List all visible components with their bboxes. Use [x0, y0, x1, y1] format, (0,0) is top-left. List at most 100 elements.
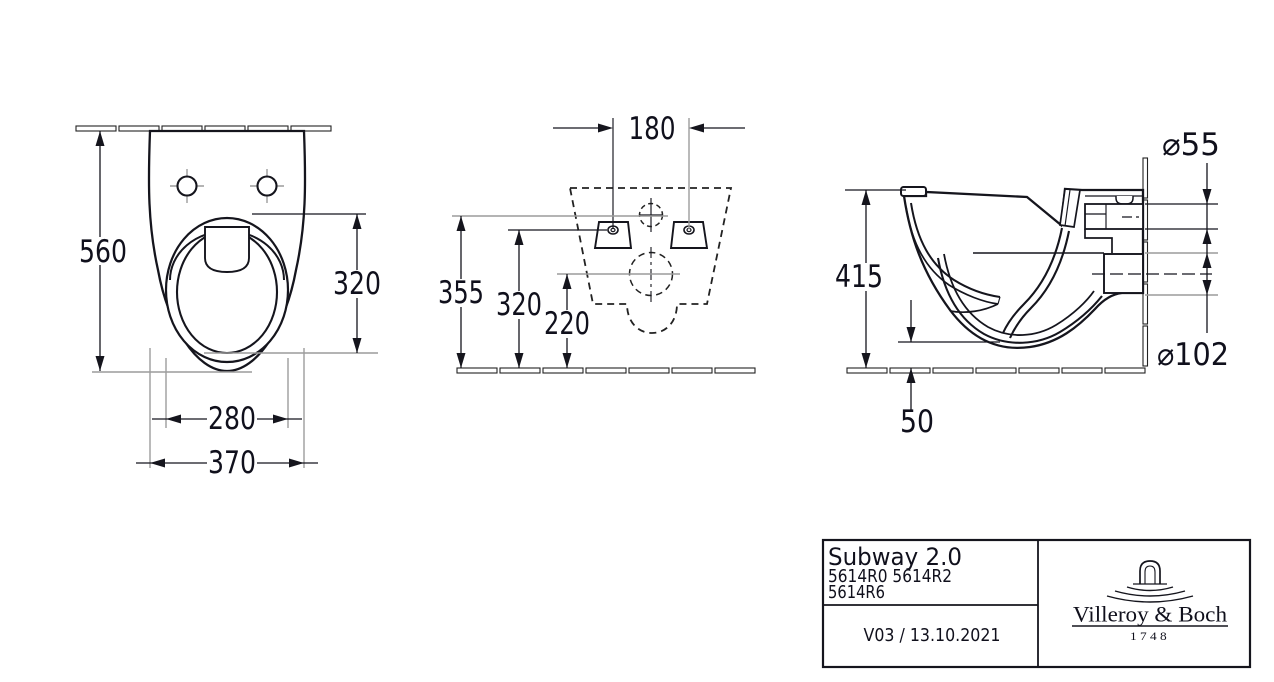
- inlet-pipe-section: [1084, 203, 1144, 230]
- tile-segment: [671, 367, 713, 374]
- dim-180: 180: [553, 111, 745, 229]
- arrowhead-icon: [514, 353, 524, 368]
- floor-tiles-rear-view: [456, 367, 756, 374]
- dim-label-dia102: ⌀102: [1157, 337, 1229, 373]
- arrowhead-icon: [689, 123, 704, 133]
- dim-label-180: 180: [629, 111, 676, 147]
- inlet-step: [1084, 229, 1113, 253]
- arrowhead-icon: [352, 214, 362, 229]
- tile-segment: [628, 367, 670, 374]
- rim-notch: [1115, 196, 1134, 205]
- dim-label-50: 50: [900, 404, 934, 440]
- tile-segment: [1142, 325, 1149, 367]
- flush-opening: [204, 226, 250, 273]
- bowl-basin-curve: [936, 257, 1103, 344]
- arrowhead-icon: [166, 414, 181, 424]
- arrowhead-icon: [1202, 253, 1212, 268]
- bowl-spray-lip: [949, 303, 999, 314]
- dim-label-355: 355: [438, 275, 484, 311]
- tile-segment: [975, 367, 1017, 374]
- title-block-border: [821, 538, 1252, 669]
- dim-560: 560: [79, 131, 252, 373]
- dim-label-415: 415: [835, 259, 883, 295]
- mounting-boss-right: [669, 221, 709, 249]
- arrowhead-icon: [562, 274, 572, 289]
- dimension-arrowheads: [95, 123, 1212, 468]
- tile-segment: [714, 367, 756, 374]
- arrowhead-icon: [1202, 189, 1212, 204]
- dim-label-560: 560: [79, 234, 127, 270]
- tile-segment: [456, 367, 498, 374]
- seat-outer-ring: [164, 216, 290, 364]
- arrowhead-icon: [289, 458, 304, 468]
- dim-label-370: 370: [208, 445, 256, 481]
- rear-view: 180 355 320 220: [437, 111, 745, 368]
- wall-tiles-side-view: [1142, 157, 1149, 367]
- arrowhead-icon: [456, 353, 466, 368]
- tile-segment: [499, 367, 541, 374]
- arrowhead-icon: [1202, 280, 1212, 295]
- article-numbers-line2: 5614R6: [828, 583, 885, 603]
- dim-370: 370: [136, 348, 318, 481]
- rim-channel-section: [1059, 188, 1081, 228]
- rim-front-lip: [900, 186, 927, 197]
- rear-outline-dashed: [568, 187, 733, 334]
- side-view: ⌀55 ⌀102 415 50: [835, 127, 1229, 440]
- arrowhead-icon: [861, 353, 871, 368]
- dim-label-320-rear: 320: [496, 287, 542, 323]
- tile-segment: [1142, 157, 1149, 199]
- arrowhead-icon: [906, 368, 916, 383]
- dim-320-rear-view: 320: [495, 229, 607, 368]
- floor-tiles-side-view: [846, 367, 1146, 374]
- brand-year: 1748: [1130, 629, 1170, 643]
- logo-waves-icon: [1126, 586, 1174, 592]
- dim-415: 415: [835, 189, 906, 368]
- wall-tiles-top-view: [75, 125, 332, 132]
- bowl-back-funnel-2: [1009, 230, 1071, 339]
- top-view: 560 320 280 370: [79, 129, 381, 481]
- product-name: Subway 2.0: [828, 543, 962, 571]
- tile-segment: [75, 125, 117, 132]
- bowl-basin-curve-inner: [943, 253, 1095, 336]
- mounting-hole-right: [256, 175, 278, 197]
- wall-and-floor-tile-lines: [75, 125, 1149, 374]
- tile-segment: [932, 367, 974, 374]
- mounting-hole-left: [176, 175, 198, 197]
- tile-segment: [542, 367, 584, 374]
- arrowhead-icon: [514, 230, 524, 245]
- drawing-version: V03 / 13.10.2021: [864, 626, 1001, 646]
- arrowhead-icon: [95, 131, 105, 146]
- bowl-front-inner-wall-2: [905, 206, 999, 305]
- brand-name: Villeroy & Boch: [1073, 602, 1227, 627]
- brand-logo: Villeroy & Boch 1748: [1072, 560, 1228, 643]
- arrowhead-icon: [1202, 229, 1212, 244]
- tile-segment: [846, 367, 888, 374]
- arrowhead-icon: [598, 123, 613, 133]
- dim-280: 280: [152, 358, 302, 437]
- arrowhead-icon: [150, 458, 165, 468]
- tile-segment: [1142, 283, 1149, 325]
- logo-waves-icon: [1114, 590, 1186, 597]
- logo-waves-icon: [1106, 595, 1194, 603]
- tile-segment: [1018, 367, 1060, 374]
- bowl-front-inner-wall: [910, 202, 1001, 298]
- tile-segment: [1104, 367, 1146, 374]
- dim-label-dia55: ⌀55: [1162, 127, 1220, 163]
- arrowhead-icon: [562, 353, 572, 368]
- logo-arch-icon: [1139, 560, 1161, 584]
- tile-segment: [118, 125, 160, 132]
- tile-segment: [585, 367, 627, 374]
- logo-arch-icon-inner: [1144, 565, 1156, 584]
- arrowhead-icon: [95, 356, 105, 371]
- dim-320-top-view: 320: [204, 213, 381, 354]
- dim-355: 355: [437, 215, 668, 368]
- tile-segment: [290, 125, 332, 132]
- arrowhead-icon: [906, 327, 916, 342]
- dim-220: 220: [543, 273, 680, 368]
- dim-label-320: 320: [333, 266, 381, 302]
- mounting-boss-left: [593, 221, 633, 249]
- tile-segment: [1061, 367, 1103, 374]
- arrowhead-icon: [352, 338, 362, 353]
